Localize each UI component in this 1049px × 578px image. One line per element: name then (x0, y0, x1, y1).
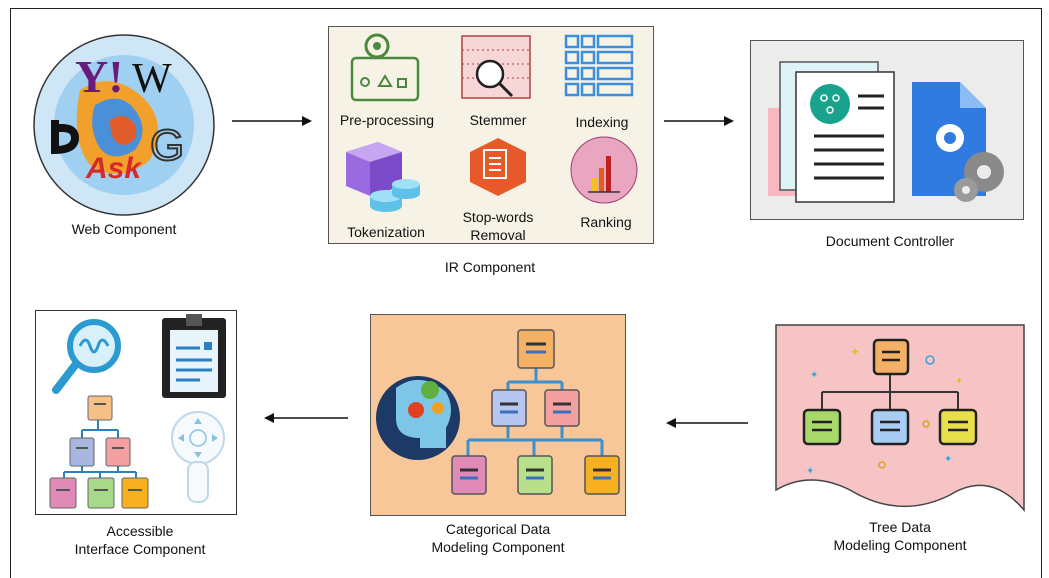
categorical-data-label: Categorical Data Modeling Component (408, 520, 588, 556)
accessible-interface-label: Accessible Interface Component (54, 522, 226, 558)
svg-text:✦: ✦ (955, 376, 963, 387)
ask-logo: Ask (85, 152, 142, 185)
preprocessing-icon (350, 33, 420, 102)
yahoo-logo: Y! (75, 51, 124, 102)
preprocessing-label: Pre-processing (339, 112, 435, 128)
categorical-data-label-line2: Modeling Component (431, 539, 565, 555)
stemmer-icon (461, 35, 531, 99)
svg-text:✦: ✦ (810, 370, 818, 381)
svg-text:✦: ✦ (944, 454, 952, 465)
stop-words-label-line1: Stop-words (462, 209, 534, 225)
svg-text:✦: ✦ (806, 466, 814, 477)
document-controller-label: Document Controller (825, 233, 955, 249)
stemmer-label: Stemmer (469, 112, 527, 128)
indexing-icon (564, 34, 634, 97)
web-component-label: Web Component (71, 221, 177, 237)
indexing-label: Indexing (575, 114, 629, 130)
accessible-interface-label-line2: Interface Component (74, 541, 206, 557)
ranking-icon (570, 136, 638, 204)
tokenization-icon (346, 142, 420, 212)
outer-frame (10, 8, 1042, 578)
stop-words-label: Stop-words Removal (448, 208, 548, 244)
tree-data-diagram: ✦ ✦ ✦ ✦ ✦ (802, 338, 978, 477)
ranking-label: Ranking (580, 214, 632, 230)
tree-data-label: Tree Data Modeling Component (800, 518, 1000, 554)
stop-words-icon (470, 138, 526, 196)
tree-data-label-line2: Modeling Component (833, 537, 967, 553)
ir-component-label: IR Component (444, 259, 536, 275)
google-logo: G (150, 121, 184, 170)
svg-text:✦: ✦ (850, 345, 860, 359)
wikipedia-logo: W (132, 56, 172, 102)
accessible-interface-label-line1: Accessible (106, 523, 174, 539)
categorical-data-label-line1: Categorical Data (445, 521, 551, 537)
tokenization-label: Tokenization (347, 224, 425, 240)
stop-words-label-line2: Removal (470, 227, 526, 243)
tree-data-label-line1: Tree Data (869, 519, 931, 535)
bing-logo (51, 120, 80, 155)
